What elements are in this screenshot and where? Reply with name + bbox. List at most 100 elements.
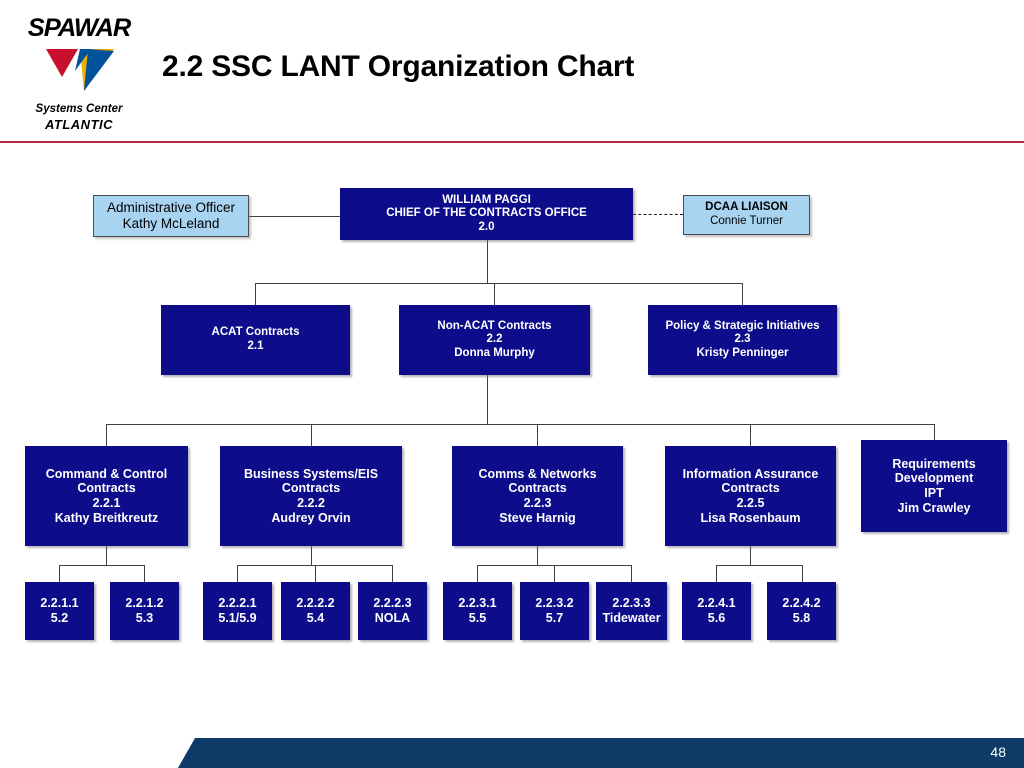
edge-level2-bus: [106, 424, 934, 425]
edge-cn-stem: [537, 546, 538, 565]
node-line: 2.2.2.3: [373, 596, 412, 611]
node-2-2-1-2[interactable]: 2.2.1.2 5.3: [110, 582, 179, 640]
node-requirements-development-ipt[interactable]: Requirements Development IPT Jim Crawley: [861, 440, 1007, 532]
node-line: Command & Control: [45, 466, 168, 481]
header-divider: [0, 141, 1024, 143]
node-line: Comms & Networks: [478, 466, 597, 481]
node-2-2-4-1[interactable]: 2.2.4.1 5.6: [682, 582, 751, 640]
node-line: 2.2.3.1: [458, 596, 497, 611]
node-2-2-3-3[interactable]: 2.2.3.3 Tidewater: [596, 582, 667, 640]
node-line: DCAA LIAISON: [705, 201, 788, 214]
node-line: 5.5: [468, 611, 487, 625]
node-command-control-contracts[interactable]: Command & Control Contracts 2.2.1 Kathy …: [25, 446, 188, 546]
node-line: Donna Murphy: [454, 346, 535, 359]
node-2-2-1-1[interactable]: 2.2.1.1 5.2: [25, 582, 94, 640]
edge-ia-drop-1: [716, 565, 717, 582]
node-line: Kathy McLeland: [122, 216, 220, 231]
node-line: Connie Turner: [710, 215, 783, 227]
edge-drop-business-systems: [311, 424, 312, 446]
logo-subtitle-line1: Systems Center: [35, 103, 123, 115]
node-line: 5.8: [792, 611, 811, 625]
edge-ia-bus: [716, 565, 802, 566]
node-line: 2.2.1: [92, 496, 121, 510]
edge-cc-stem: [106, 546, 107, 565]
node-line: WILLIAM PAGGI: [442, 193, 531, 206]
node-line: Contracts: [281, 481, 341, 496]
node-line: Development: [894, 471, 974, 486]
node-line: 2.2.3.2: [535, 596, 574, 611]
edge-bs-drop-2: [315, 565, 316, 582]
node-line: 5.3: [135, 611, 154, 625]
node-line: Contracts: [721, 481, 780, 496]
node-line: 2.1: [247, 340, 264, 352]
edge-drop-info-assurance: [750, 424, 751, 446]
spawar-chevron-icon: [46, 49, 114, 91]
node-line: Requirements: [892, 456, 976, 471]
edge-cn-drop-3: [631, 565, 632, 582]
node-line: 2.2: [486, 333, 503, 346]
node-line: NOLA: [374, 611, 411, 625]
node-line: Policy & Strategic Initiatives: [665, 319, 820, 332]
node-non-acat-contracts[interactable]: Non-ACAT Contracts 2.2 Donna Murphy: [399, 305, 590, 375]
node-2-2-3-1[interactable]: 2.2.3.1 5.5: [443, 582, 512, 640]
node-line: 2.2.3: [523, 496, 552, 510]
node-line: Tidewater: [602, 611, 661, 625]
edge-cn-drop-2: [554, 565, 555, 582]
node-2-2-4-2[interactable]: 2.2.4.2 5.8: [767, 582, 836, 640]
node-line: 2.0: [478, 220, 495, 233]
node-business-systems-eis-contracts[interactable]: Business Systems/EIS Contracts 2.2.2 Aud…: [220, 446, 402, 546]
edge-cc-drop-2: [144, 565, 145, 582]
edge-cc-bus: [59, 565, 145, 566]
edge-bs-drop-1: [237, 565, 238, 582]
edge-drop-comms-networks: [537, 424, 538, 446]
edge-drop-policy: [742, 283, 743, 305]
spawar-wordmark-text: SPAWAR: [27, 14, 132, 42]
node-line: 2.2.1.1: [40, 596, 79, 611]
node-line: 2.2.3.3: [612, 596, 651, 611]
node-comms-networks-contracts[interactable]: Comms & Networks Contracts 2.2.3 Steve H…: [452, 446, 623, 546]
edge-bs-bus: [237, 565, 392, 566]
node-line: Audrey Orvin: [271, 510, 351, 525]
node-line: Non-ACAT Contracts: [437, 319, 552, 332]
node-line: 2.2.5: [736, 496, 765, 510]
node-line: Jim Crawley: [897, 500, 971, 515]
node-line: 2.2.1.2: [125, 596, 164, 611]
slide-header: SPAWAR Systems Center ATLANTIC 2.2 SSC L…: [0, 0, 1024, 144]
spawar-logo: SPAWAR Systems Center ATLANTIC: [24, 14, 134, 132]
edge-ia-drop-2: [802, 565, 803, 582]
node-line: Kathy Breitkreutz: [54, 510, 159, 525]
edge-chief-to-dcaa-dashed: [633, 214, 683, 215]
edge-drop-requirements-ipt: [934, 424, 935, 440]
edge-drop-acat: [255, 283, 256, 305]
org-chart: Administrative Officer Kathy McLeland WI…: [0, 144, 1024, 724]
edge-chief-stem: [487, 239, 488, 283]
node-acat-contracts[interactable]: ACAT Contracts 2.1: [161, 305, 350, 375]
node-line: Steve Harnig: [499, 510, 576, 525]
node-2-2-3-2[interactable]: 2.2.3.2 5.7: [520, 582, 589, 640]
edge-drop-command-control: [106, 424, 107, 446]
node-line: Contracts: [508, 481, 567, 496]
node-2-2-2-1[interactable]: 2.2.2.1 5.1/5.9: [203, 582, 272, 640]
edge-admin-to-chief: [249, 216, 341, 217]
node-line: 2.2.2.1: [218, 596, 257, 611]
node-line: Information Assurance: [682, 466, 819, 481]
edge-level1-bus: [255, 283, 743, 284]
node-2-2-2-2[interactable]: 2.2.2.2 5.4: [281, 582, 350, 640]
node-line: 5.1/5.9: [218, 611, 257, 625]
node-line: 2.2.2: [297, 496, 325, 510]
node-line: 2.2.2.2: [296, 596, 335, 611]
node-chief-of-contracts-office[interactable]: WILLIAM PAGGI CHIEF OF THE CONTRACTS OFF…: [340, 188, 633, 240]
node-line: Business Systems/EIS: [243, 466, 379, 481]
node-information-assurance-contracts[interactable]: Information Assurance Contracts 2.2.5 Li…: [665, 446, 836, 546]
node-2-2-2-3[interactable]: 2.2.2.3 NOLA: [358, 582, 427, 640]
node-line: CHIEF OF THE CONTRACTS OFFICE: [386, 207, 587, 220]
node-dcaa-liaison[interactable]: DCAA LIAISON Connie Turner: [683, 195, 810, 235]
node-line: 2.2.4.1: [697, 596, 736, 611]
node-policy-strategic-initiatives[interactable]: Policy & Strategic Initiatives 2.3 Krist…: [648, 305, 837, 375]
edge-cn-drop-1: [477, 565, 478, 582]
edge-ia-stem: [750, 546, 751, 565]
node-administrative-officer[interactable]: Administrative Officer Kathy McLeland: [93, 195, 249, 237]
node-line: 2.2.4.2: [782, 596, 821, 611]
node-line: Contracts: [77, 481, 136, 496]
node-line: 5.4: [306, 611, 325, 625]
